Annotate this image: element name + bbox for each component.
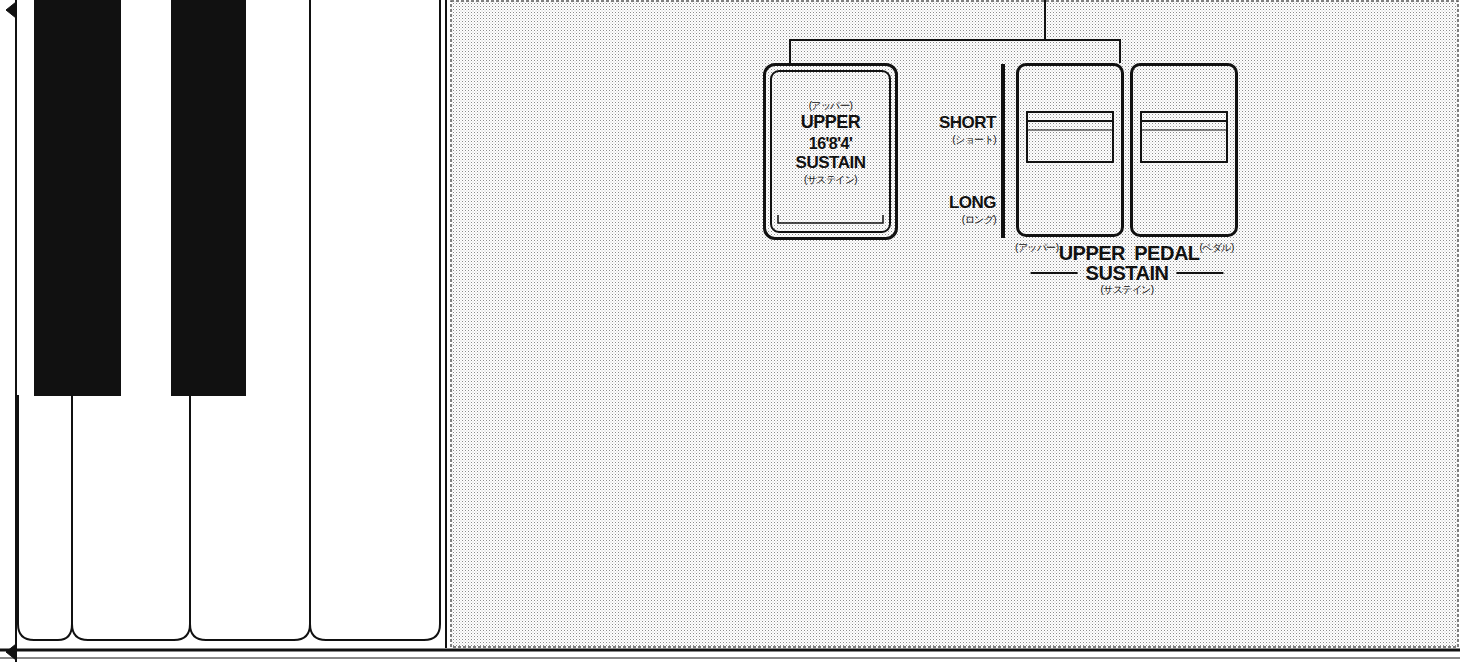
control-label: (サステイン) xyxy=(766,174,895,185)
control-label: PEDAL xyxy=(1134,242,1199,264)
scale-label: (ショート) xyxy=(952,134,996,145)
control-label: UPPER xyxy=(766,113,895,133)
control-label: SUSTAIN xyxy=(766,154,895,173)
scale-label: LONG xyxy=(949,194,996,213)
panel-ground xyxy=(451,1,1458,647)
slider-control: (アッパー)UPPER xyxy=(1016,63,1124,237)
control-label: 16'8'4' xyxy=(766,135,895,153)
control-label: (アッパー) xyxy=(1015,242,1059,253)
slider-knob xyxy=(1133,66,1235,234)
group-label: (サステイン) xyxy=(1100,284,1153,295)
slider-control: PEDAL(ペダル) xyxy=(1130,63,1238,237)
scale-bar xyxy=(1001,64,1005,238)
rocker-switch: (アッパー) UPPER 16'8'4'SUSTAIN(サステイン) xyxy=(763,63,898,240)
control-label: (ペダル) xyxy=(1200,242,1234,253)
keyboard xyxy=(18,0,446,648)
callout-stem xyxy=(1044,0,1046,40)
control-label: UPPER xyxy=(1059,242,1125,264)
bracket-line xyxy=(790,40,1120,63)
scale-label: SHORT xyxy=(939,114,996,133)
scale-label: (ロング) xyxy=(962,214,996,225)
slider-knob xyxy=(1019,66,1121,234)
control-label: (アッパー) xyxy=(766,100,895,111)
group-label: SUSTAIN xyxy=(1086,262,1169,284)
